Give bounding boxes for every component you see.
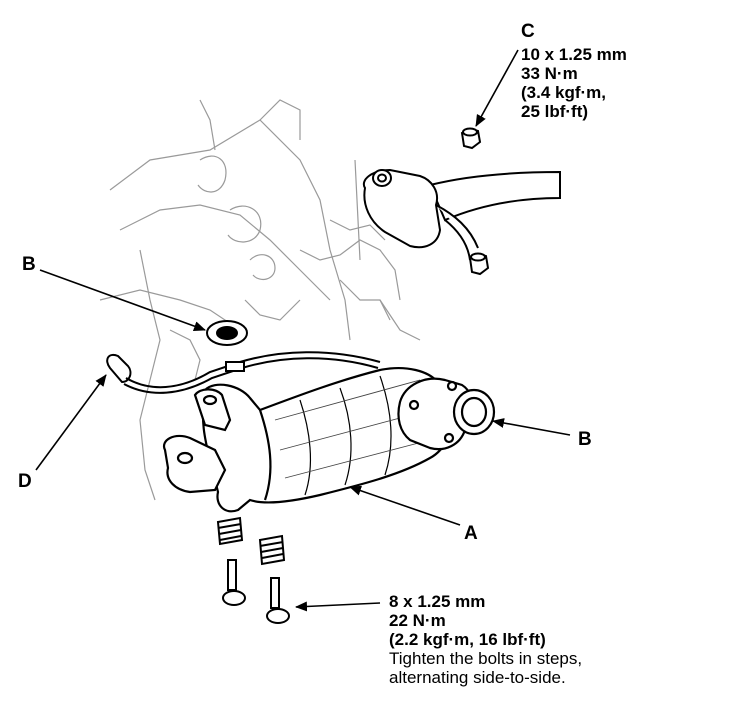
nut-torque-lbf: 25 lbf·ft)	[521, 102, 589, 121]
nut-torque-kgf: (3.4 kgf·m,	[521, 83, 607, 102]
bolt-note-line2: alternating side-to-side.	[389, 668, 566, 687]
callout-d: D	[18, 471, 32, 492]
flange-nut-lower	[468, 252, 490, 276]
spring-bolt-left	[216, 516, 246, 606]
callout-c: C	[521, 21, 535, 42]
outlet-flange	[397, 377, 496, 451]
exhaust-pipe	[362, 168, 561, 261]
spring-bolt-right	[258, 534, 290, 624]
nut-torque-nm: 33 N·m	[521, 64, 578, 83]
callout-b-left: B	[22, 254, 36, 275]
bolt-torque-other: (2.2 kgf·m, 16 lbf·ft)	[389, 630, 546, 649]
nut-spec: 10 x 1.25 mm 33 N·m (3.4 kgf·m, 25 lbf·f…	[521, 45, 627, 121]
flange-nut-c	[460, 127, 482, 150]
bolt-note-line1: Tighten the bolts in steps,	[389, 649, 583, 668]
gasket-ring-left	[206, 320, 248, 346]
catalytic-converter	[162, 367, 453, 513]
nut-size: 10 x 1.25 mm	[521, 45, 627, 64]
bolt-size: 8 x 1.25 mm	[389, 592, 486, 611]
callout-b-right: B	[578, 429, 592, 450]
bolt-spec: 8 x 1.25 mm 22 N·m (2.2 kgf·m, 16 lbf·ft…	[389, 592, 582, 687]
engine-background	[99, 99, 421, 501]
callout-a: A	[464, 523, 478, 544]
oxygen-sensor-wire	[106, 351, 381, 394]
bolt-torque-nm: 22 N·m	[389, 611, 446, 630]
leader-lines	[35, 49, 571, 612]
